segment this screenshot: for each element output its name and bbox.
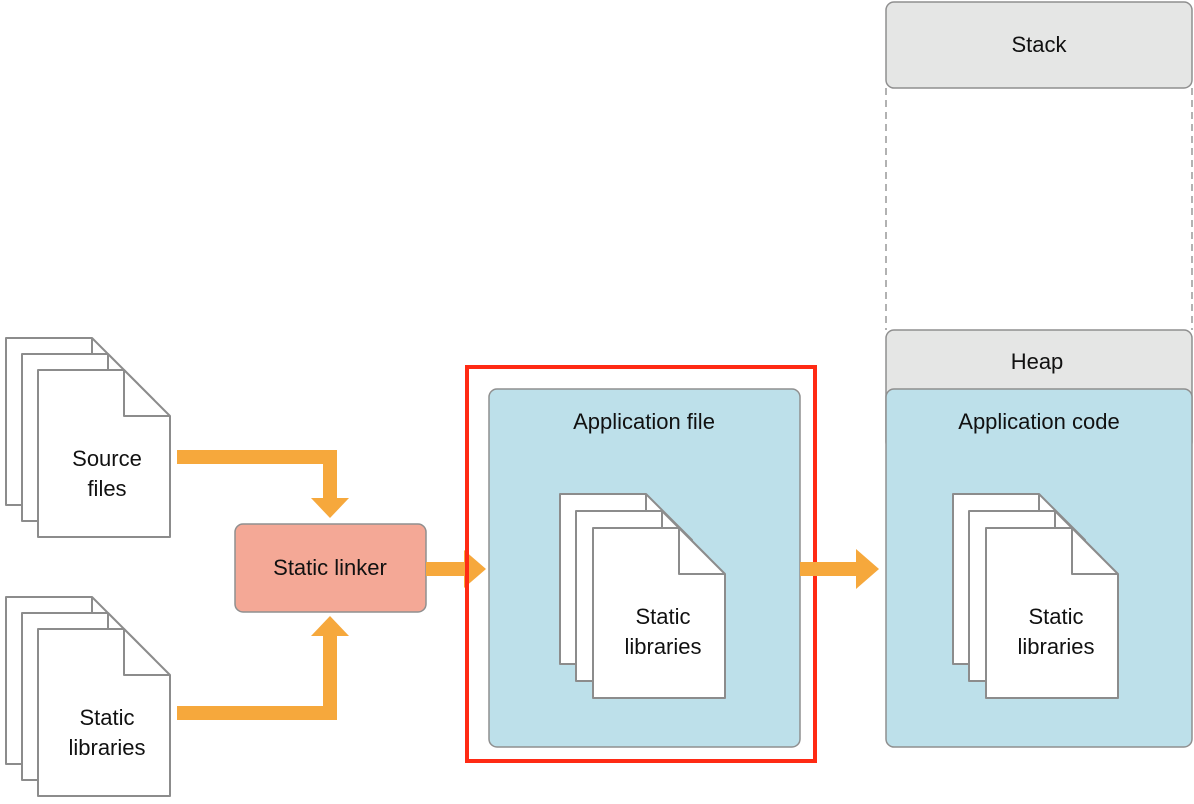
doc-sheet-front: [37, 628, 171, 797]
static-libraries-input-doc-stack: Static libraries: [5, 596, 171, 797]
heap-label: Heap: [1011, 349, 1064, 374]
application-file-libraries-label-line2: libraries: [624, 634, 701, 659]
source-files-label-line1: Source: [72, 446, 142, 471]
application-code-libraries-label-line2: libraries: [1017, 634, 1094, 659]
application-code-libraries-label-line1: Static: [1028, 604, 1083, 629]
application-code-title: Application code: [958, 409, 1119, 434]
static-libraries-input-label-line1: Static: [79, 705, 134, 730]
stack-segment: Stack: [885, 1, 1193, 89]
application-file-libraries-label-line1: Static: [635, 604, 690, 629]
application-file-title: Application file: [573, 409, 715, 434]
application-code-libraries-doc-stack: Static libraries: [952, 493, 1119, 699]
application-file-libraries-doc-stack: Static libraries: [559, 493, 726, 699]
arrow-linker-to-application-file: [426, 550, 486, 588]
arrow-application-file-to-memory: [800, 549, 879, 589]
arrow-libraries-to-linker: [177, 616, 349, 720]
static-linker-box: Static linker: [234, 523, 427, 613]
doc-sheet-front: [985, 527, 1119, 699]
source-files-label-line2: files: [87, 476, 126, 501]
doc-sheet-front: [592, 527, 726, 699]
static-linker-label: Static linker: [273, 555, 387, 580]
doc-sheet-front: [37, 369, 171, 538]
source-files-doc-stack: Source files: [5, 337, 171, 538]
stack-label: Stack: [1011, 32, 1067, 57]
static-libraries-input-label-line2: libraries: [68, 735, 145, 760]
arrow-source-to-linker: [177, 450, 349, 518]
